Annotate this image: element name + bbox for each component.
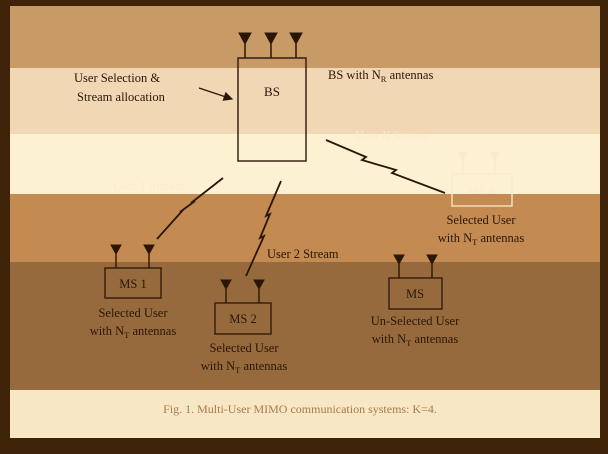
stream-label-userK: User K Stream (355, 129, 429, 143)
bs-antenna-icon (238, 32, 252, 58)
ms-k-box (451, 173, 513, 207)
frame-bottom (0, 438, 608, 454)
frame-right (600, 0, 608, 454)
bs-label: BS (264, 84, 280, 99)
ms1-caption-line1: Selected User (98, 306, 168, 320)
antennas-suffix: antennas (240, 359, 287, 373)
link-userK (325, 139, 446, 194)
ms-k-antenna-array (457, 151, 501, 174)
ms2-box (214, 302, 272, 335)
bs-antenna-annotation: BS with NR antennas (328, 68, 433, 84)
band-light (0, 68, 608, 134)
scheduler-arrow (198, 87, 234, 101)
antenna-icon (489, 151, 501, 174)
band-warm (0, 194, 608, 262)
antenna-icon (426, 254, 438, 278)
ms-unselected-caption-line2: with NT antennas (372, 332, 459, 348)
scheduler-label-line1: User Selection & (74, 71, 160, 85)
stream-k-var: K (381, 129, 391, 143)
antennas-prefix: with N (90, 324, 124, 338)
ms-k-caption-line1: Selected User (446, 213, 516, 227)
stream-label-user1: User 1 Stream (113, 179, 185, 193)
antenna-icon (143, 244, 155, 268)
antennas-suffix: antennas (411, 332, 458, 346)
ms1-caption-line2: with NT antennas (90, 324, 177, 340)
band-cream (0, 390, 608, 438)
bs-antenna-icon (264, 32, 278, 58)
antenna-icon (253, 279, 265, 303)
scheduler-label-line2: Stream allocation (77, 90, 166, 104)
base-station-box (237, 57, 307, 162)
ms-k-caption-line2: with NT antennas (438, 231, 525, 247)
antennas-sub: T (235, 365, 241, 375)
antennas-sub: T (472, 237, 478, 247)
antenna-icon (220, 279, 232, 303)
band-brown (0, 262, 608, 390)
link-user1 (156, 177, 224, 240)
bs-annotation-sub: R (381, 74, 387, 84)
ms1-antenna-array (110, 244, 155, 268)
ms-k-label: MS K (467, 183, 497, 197)
bs-antenna-array (238, 32, 303, 58)
link-user2 (245, 180, 282, 277)
bs-annotation-prefix: BS with N (328, 68, 381, 82)
antennas-prefix: with N (438, 231, 472, 245)
ms-k-prefix: MS (467, 183, 488, 197)
frame-left (0, 0, 10, 454)
ms2-label: MS 2 (229, 312, 256, 326)
antenna-icon (393, 254, 405, 278)
figure-caption: Fig. 1. Multi-User MIMO communication sy… (163, 402, 437, 416)
antennas-prefix: with N (372, 332, 406, 346)
stream-k-suffix: Stream (390, 129, 429, 143)
antennas-suffix: antennas (477, 231, 524, 245)
ms-unselected-label: MS (406, 287, 424, 301)
antennas-prefix: with N (201, 359, 235, 373)
ms1-box (104, 267, 162, 299)
antennas-sub: T (406, 338, 412, 348)
band-pale (0, 134, 608, 194)
ms-unselected-antenna-array (393, 254, 438, 278)
antenna-icon (457, 151, 469, 174)
ms-unselected-caption-line1: Un-Selected User (371, 314, 460, 328)
stream-label-user2: User 2 Stream (267, 247, 339, 261)
ms-k-var: K (487, 183, 497, 197)
antennas-sub: T (124, 330, 130, 340)
ms2-caption-line1: Selected User (209, 341, 279, 355)
antenna-icon (110, 244, 122, 268)
stream-k-prefix: User (355, 129, 382, 143)
ms1-label: MS 1 (119, 277, 146, 291)
frame-top (0, 0, 608, 6)
bs-annotation-suffix: antennas (386, 68, 433, 82)
bs-antenna-icon (289, 32, 303, 58)
antennas-suffix: antennas (129, 324, 176, 338)
ms2-caption-line2: with NT antennas (201, 359, 288, 375)
ms2-antenna-array (220, 279, 265, 303)
ms-unselected-box (388, 277, 443, 310)
